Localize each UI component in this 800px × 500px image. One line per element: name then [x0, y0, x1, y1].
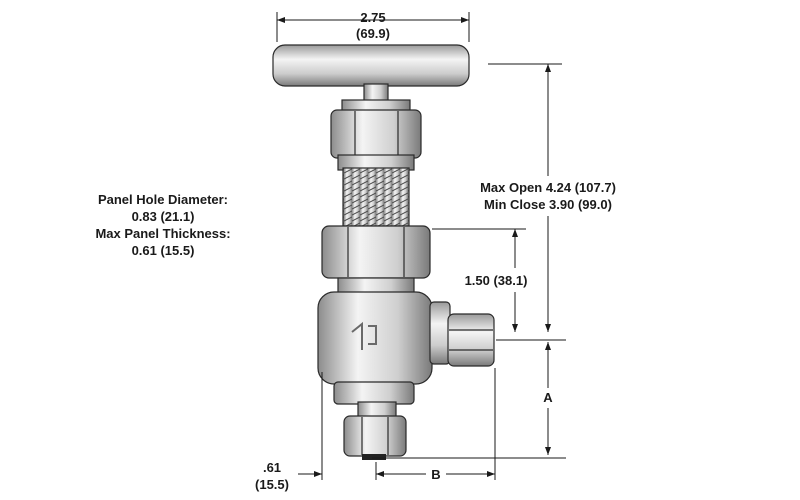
body-logo	[351, 321, 377, 350]
bottom-fitting-nut	[343, 415, 407, 457]
dim-a-label: A	[543, 390, 553, 405]
min-close-label: Min Close 3.90 (99.0)	[484, 197, 612, 212]
panel-thickness-value: 0.61 (15.5)	[132, 243, 195, 258]
panel-nut	[321, 225, 431, 279]
side-outlet-boss	[429, 301, 451, 365]
packing-nut	[330, 109, 422, 159]
panel-note: Panel Hole Diameter: 0.83 (21.1) Max Pan…	[95, 192, 230, 258]
panel-to-port-label: 1.50 (38.1)	[465, 273, 528, 288]
dim-b-label: B	[431, 467, 440, 482]
bottom-tube-end	[362, 454, 386, 460]
panel-hole-value: 0.83 (21.1)	[132, 209, 195, 224]
threaded-bonnet	[342, 167, 410, 227]
max-open-label: Max Open 4.24 (107.7)	[480, 180, 616, 195]
bottom-offset-label: .61	[263, 460, 281, 475]
bottom-offset-mm-label: (15.5)	[255, 477, 289, 492]
handle-width-label: 2.75	[360, 10, 385, 25]
side-fitting-nut	[447, 313, 495, 367]
dimension-lines	[276, 12, 566, 480]
panel-thickness-heading: Max Panel Thickness:	[95, 226, 230, 241]
panel-hole-heading: Panel Hole Diameter:	[98, 192, 228, 207]
handle-width-mm-label: (69.9)	[356, 26, 390, 41]
valve-illustration	[272, 44, 495, 460]
body-lower-band	[333, 381, 415, 405]
t-handle-bar	[272, 44, 470, 87]
